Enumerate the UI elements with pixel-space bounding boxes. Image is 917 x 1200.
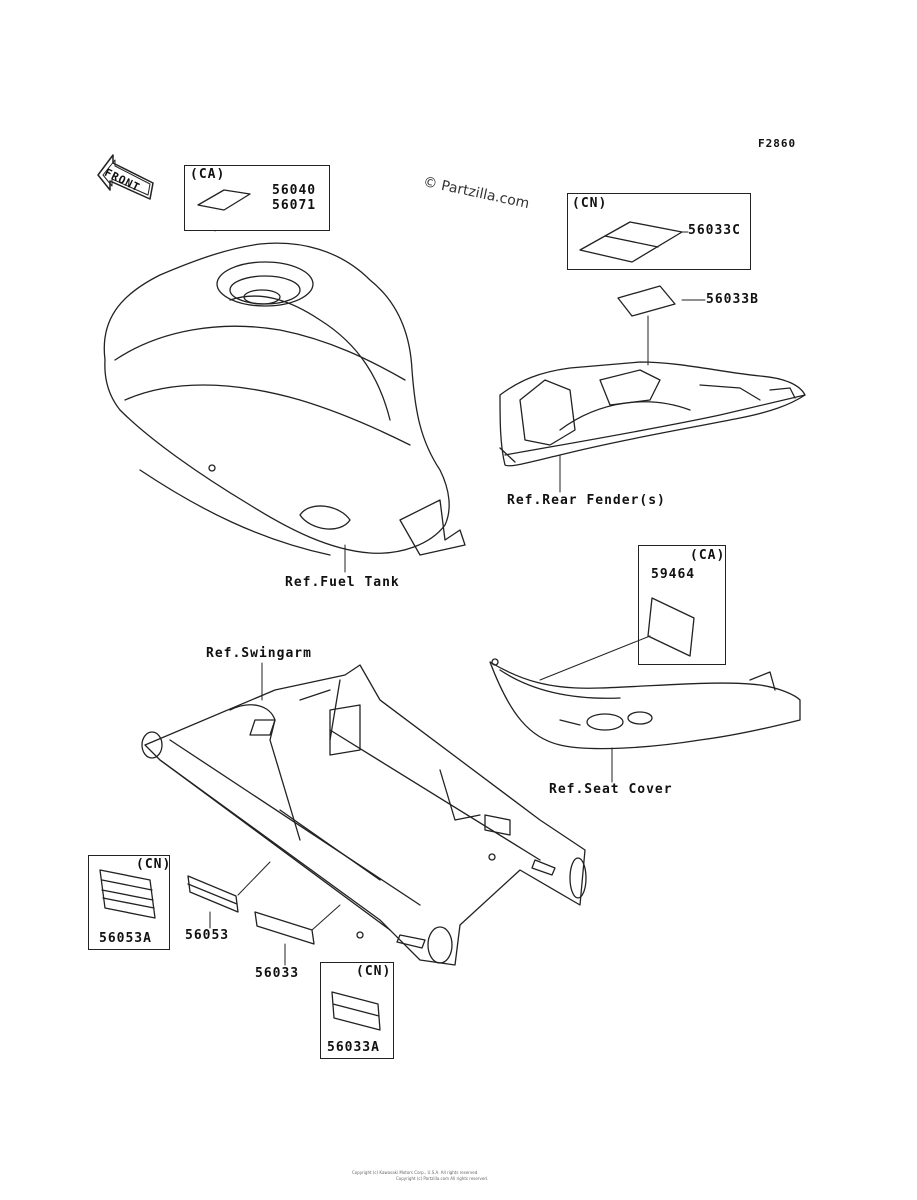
label-sheet-56033B [617, 285, 676, 317]
seat-cover-illustration [489, 658, 801, 750]
footer-copyright: Copyright (c) Kawasaki Motors Corp., U.S… [352, 1170, 479, 1175]
label-box-cn-top [567, 193, 751, 270]
label-sheet-56040 [197, 189, 251, 211]
label-box-ca-seat [638, 545, 726, 665]
part-number: 59464 [651, 567, 696, 582]
part-number: 56053A [99, 931, 152, 946]
label-sheet-56053 [187, 875, 239, 913]
part-number: 56033B [706, 292, 759, 307]
region-code: (CA) [190, 167, 226, 182]
region-code: (CN) [572, 196, 608, 211]
reference-label: Ref.Rear Fender(s) [507, 493, 666, 508]
rear-fender-illustration [499, 361, 806, 467]
fuel-tank-illustration [103, 242, 466, 556]
region-code: (CN) [136, 857, 172, 872]
region-code: (CA) [690, 548, 726, 563]
part-number: 56033C [688, 223, 741, 238]
label-box-cn-bottom [320, 962, 394, 1059]
label-box-ca-top [184, 165, 330, 231]
part-number: 56033A [327, 1040, 380, 1055]
reference-label: Ref.Swingarm [206, 646, 312, 661]
part-number: 56053 [185, 928, 230, 943]
footer-copyright: Copyright (c) Partzilla.com All rights r… [396, 1176, 489, 1181]
label-sheet-56033A [331, 991, 381, 1031]
part-number: 56033 [255, 966, 300, 981]
label-sheet-59464 [647, 597, 695, 657]
reference-label: Ref.Seat Cover [549, 782, 673, 797]
part-number: 56071 [272, 198, 317, 213]
label-sheet-56053A [99, 869, 156, 919]
part-number: 56040 [272, 183, 317, 198]
swingarm-illustration [141, 664, 587, 966]
leader-lines [209, 230, 706, 966]
label-box-cn-left [88, 855, 170, 950]
reference-label: Ref.Fuel Tank [285, 575, 400, 590]
label-sheet-56033 [254, 911, 315, 945]
diagram-code: F2860 [758, 137, 797, 150]
region-code: (CN) [356, 964, 392, 979]
front-arrow-icon [97, 154, 154, 200]
